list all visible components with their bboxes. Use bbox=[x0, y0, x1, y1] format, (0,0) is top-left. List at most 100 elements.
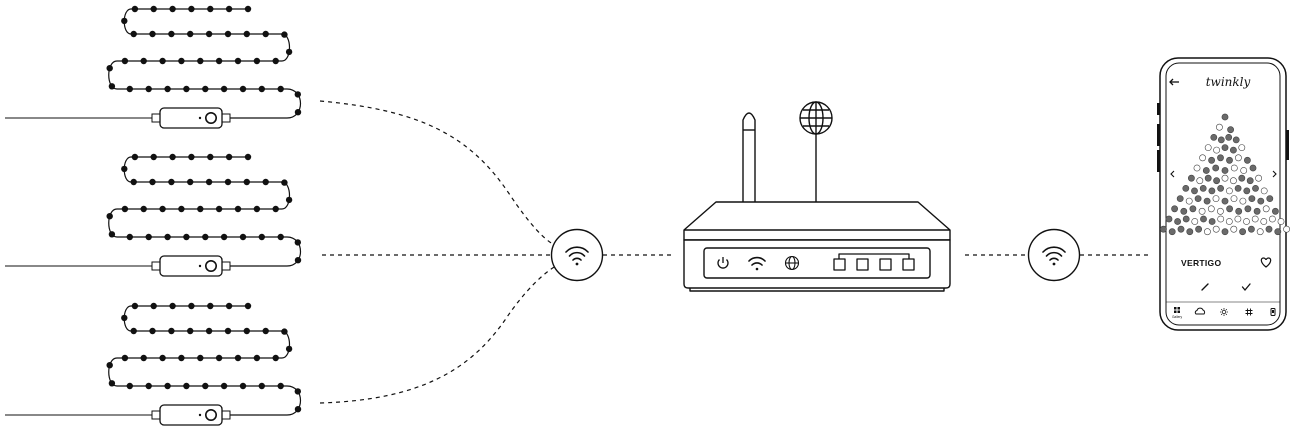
led-bulb bbox=[188, 302, 195, 310]
led-bulb bbox=[150, 153, 157, 161]
led-bulb bbox=[225, 302, 233, 310]
tree-led bbox=[1248, 225, 1255, 233]
router-antenna bbox=[742, 112, 756, 206]
tree-led bbox=[1165, 215, 1173, 223]
tree-led bbox=[1244, 205, 1252, 213]
tree-led bbox=[1194, 195, 1202, 202]
led-bulb bbox=[197, 57, 204, 65]
led-bulb bbox=[178, 354, 185, 362]
tree-led bbox=[1213, 146, 1220, 154]
led-bulb bbox=[239, 382, 247, 390]
cable-plug bbox=[221, 113, 231, 123]
hash-icon[interactable] bbox=[1245, 308, 1253, 316]
tree-led bbox=[1251, 215, 1259, 223]
tree-led bbox=[1257, 197, 1265, 205]
tree-led bbox=[1226, 156, 1233, 164]
tree-led bbox=[1232, 136, 1240, 144]
led-bulb bbox=[106, 213, 113, 220]
tree-led bbox=[1202, 167, 1210, 174]
tree-led bbox=[1269, 215, 1276, 223]
led-bulb bbox=[224, 30, 232, 38]
tree-led bbox=[1199, 184, 1207, 192]
led-bulb bbox=[244, 302, 252, 310]
led-bulb bbox=[243, 178, 250, 186]
cable-plug bbox=[221, 410, 231, 420]
led-bulb bbox=[253, 205, 261, 213]
tree-led bbox=[1186, 228, 1194, 236]
check-icon[interactable] bbox=[1241, 283, 1251, 292]
led-bulb bbox=[130, 178, 137, 186]
grid-icon bbox=[1174, 307, 1180, 313]
phone-icon[interactable] bbox=[1270, 308, 1276, 316]
led-bulb bbox=[272, 354, 279, 362]
led-bulb bbox=[202, 233, 209, 241]
controller-button bbox=[205, 260, 218, 273]
tree-led bbox=[1255, 174, 1262, 182]
connection-line-top bbox=[319, 100, 554, 245]
tree-led bbox=[1212, 164, 1220, 172]
sun-icon[interactable] bbox=[1220, 308, 1228, 316]
controller-led bbox=[198, 413, 202, 417]
chevron-left-icon[interactable] bbox=[1170, 170, 1175, 178]
led-bulb bbox=[169, 5, 176, 13]
tree-led bbox=[1168, 228, 1176, 236]
controller-button bbox=[205, 409, 218, 422]
wifi-icon bbox=[565, 246, 589, 266]
globe-icon bbox=[799, 101, 833, 135]
tree-led bbox=[1248, 195, 1256, 202]
led-bulb bbox=[131, 153, 139, 161]
led-bulb bbox=[262, 327, 269, 335]
phone-screen bbox=[1165, 62, 1281, 326]
cloud-icon[interactable] bbox=[1194, 307, 1206, 315]
led-bulb bbox=[207, 153, 214, 161]
led-bulb bbox=[169, 302, 176, 310]
led-bulb bbox=[281, 328, 288, 335]
led-bulb bbox=[108, 380, 116, 387]
tree-led bbox=[1204, 228, 1211, 236]
tree-led bbox=[1234, 184, 1242, 192]
led-bulb bbox=[225, 5, 233, 13]
tree-led bbox=[1249, 164, 1257, 172]
led-bulb bbox=[244, 153, 252, 161]
tree-led bbox=[1195, 225, 1202, 233]
tree-led bbox=[1191, 187, 1198, 195]
led-bulb bbox=[220, 382, 228, 390]
controller-box bbox=[159, 107, 223, 129]
tree-led bbox=[1208, 218, 1216, 225]
tree-led bbox=[1213, 177, 1220, 185]
nav-item-gallery[interactable]: Gallery bbox=[1172, 307, 1183, 319]
wifi-icon bbox=[1042, 246, 1066, 266]
led-bulb bbox=[294, 91, 301, 98]
led-bulb bbox=[164, 233, 171, 241]
led-string bbox=[5, 302, 302, 426]
led-bulb bbox=[149, 327, 156, 335]
chevron-right-icon[interactable] bbox=[1272, 170, 1277, 178]
led-bulb bbox=[239, 233, 247, 241]
led-bulb bbox=[149, 178, 156, 186]
pencil-icon[interactable] bbox=[1201, 283, 1209, 291]
tree-led bbox=[1216, 123, 1223, 131]
tree-led bbox=[1208, 156, 1215, 164]
tree-led bbox=[1256, 228, 1264, 236]
led-bulb bbox=[258, 85, 265, 93]
led-bulb bbox=[183, 382, 190, 390]
router-ports bbox=[833, 253, 915, 271]
back-arrow-icon[interactable] bbox=[1169, 78, 1179, 86]
power-icon bbox=[717, 257, 729, 269]
phone-side-button bbox=[1157, 150, 1160, 172]
led-bulb bbox=[239, 85, 247, 93]
led-bulb bbox=[188, 153, 195, 161]
led-bulb bbox=[188, 5, 195, 13]
tree-led bbox=[1217, 215, 1225, 223]
led-bulb bbox=[224, 327, 232, 335]
tree-led bbox=[1272, 207, 1279, 215]
led-bulb bbox=[108, 231, 116, 238]
tree-led bbox=[1188, 174, 1195, 182]
led-bulb bbox=[183, 233, 190, 241]
led-bulb bbox=[164, 382, 171, 390]
led-string bbox=[5, 153, 302, 277]
tree-led bbox=[1230, 195, 1238, 202]
led-bulb bbox=[145, 382, 152, 390]
tree-led bbox=[1207, 205, 1215, 213]
heart-icon[interactable] bbox=[1260, 257, 1272, 268]
